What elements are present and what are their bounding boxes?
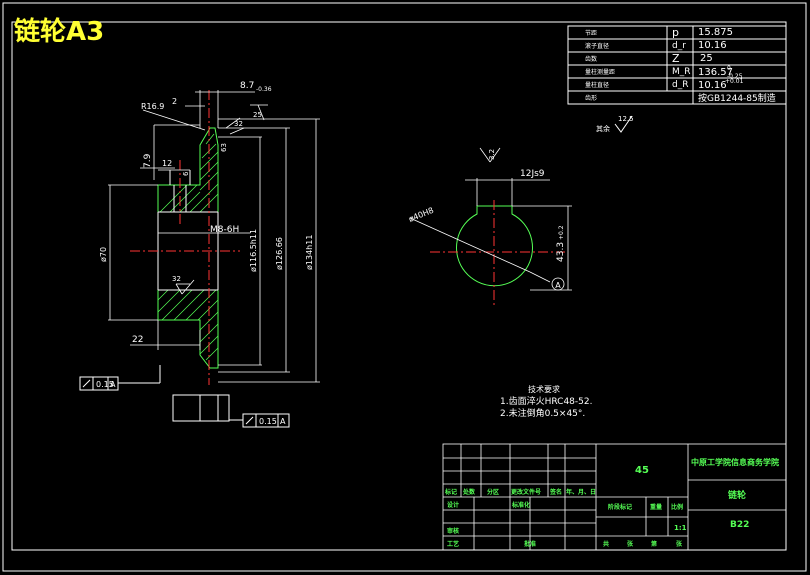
approve-label: 批准 bbox=[524, 540, 536, 548]
key-width: 12Js9 bbox=[520, 169, 545, 179]
keyway-depth: 43.3 bbox=[556, 242, 566, 262]
dim-two: 2 bbox=[172, 97, 177, 106]
stage-label: 阶段标记 bbox=[608, 503, 632, 511]
tolerance-frames bbox=[79, 365, 290, 428]
side-center-lines bbox=[430, 200, 565, 305]
side-roughness: 3.2 bbox=[488, 149, 496, 160]
row-label: 分区 bbox=[487, 488, 499, 496]
other-roughness: 其余 12.5 bbox=[596, 115, 634, 133]
inner-frame bbox=[11, 21, 787, 551]
standardize-label: 标准化 bbox=[511, 501, 530, 509]
dim-22: 22 bbox=[132, 335, 143, 345]
dim-width: 8.7 bbox=[240, 81, 254, 91]
tol2-datum: A bbox=[280, 417, 286, 426]
param-tol-down: -0.25 bbox=[727, 73, 743, 80]
review-label: 审核 bbox=[447, 527, 459, 535]
row-label: 标记 bbox=[444, 488, 457, 496]
dim-d70: ø70 bbox=[99, 247, 108, 262]
dimension-lines bbox=[108, 90, 320, 383]
roughness-e: 32 bbox=[172, 275, 181, 283]
part-name: 链轮 bbox=[728, 489, 746, 501]
side-view: A 3.2 12Js9 ø40H8 43.3 +0.2 bbox=[407, 147, 572, 305]
param-symbol: M_R bbox=[672, 67, 691, 77]
drawing-title: 链轮A3 bbox=[14, 16, 104, 47]
dim-radius: R16.9 bbox=[141, 102, 164, 111]
scale-value: 1:1 bbox=[674, 524, 687, 532]
tol1-value: 0.15 bbox=[96, 380, 114, 389]
note-item: 1.齿面淬火HRC48-52. bbox=[500, 395, 592, 407]
dim-thread: M8-6H bbox=[210, 225, 239, 235]
center-lines bbox=[130, 90, 240, 385]
dim-d126: ø126.66 bbox=[275, 237, 284, 270]
notes-heading: 技术要求 bbox=[528, 384, 560, 394]
sheets-label: 共 bbox=[603, 540, 609, 548]
param-label: 齿数 bbox=[585, 55, 597, 63]
side-dimension-lines bbox=[409, 147, 572, 291]
param-label: 齿形 bbox=[585, 94, 597, 102]
technical-notes: 技术要求 1.齿面淬火HRC48-52. 2.未注倒角0.5×45°. bbox=[500, 384, 592, 419]
dim-width-tol: -0.36 bbox=[256, 86, 272, 93]
front-section-view: 0.15 A 0.15 A 8.7 -0.36 R16.9 2 25 32 63… bbox=[79, 81, 320, 428]
datum-label: A bbox=[555, 281, 561, 290]
tol1-datum: A bbox=[110, 380, 116, 389]
row-label: 签名 bbox=[549, 488, 562, 496]
param-value: 25 bbox=[700, 53, 713, 64]
dim-d134: ø134h11 bbox=[305, 235, 314, 270]
param-value: 10.16 bbox=[698, 40, 727, 51]
sheets-label: 第 bbox=[650, 540, 657, 548]
row-label: 年、月、日 bbox=[566, 488, 596, 496]
param-label: 量柱直径 bbox=[585, 81, 609, 89]
param-value: 10.16 bbox=[698, 80, 727, 91]
param-tol-up: 0 bbox=[727, 65, 731, 72]
row-label: 更改文件号 bbox=[511, 488, 541, 496]
dim-7-9: 7.9 bbox=[143, 153, 153, 168]
param-label: 量柱测量距 bbox=[585, 68, 615, 76]
weight-label: 重量 bbox=[650, 503, 662, 511]
param-label: 节距 bbox=[585, 29, 597, 37]
param-symbol: d_R bbox=[672, 80, 688, 90]
keyway-depth-tol: +0.2 bbox=[558, 225, 565, 240]
process-label: 工艺 bbox=[447, 540, 459, 548]
param-value: 136.57 bbox=[698, 67, 733, 78]
param-tol-up: +0.01 bbox=[725, 78, 744, 85]
dim-12: 12 bbox=[162, 159, 172, 168]
param-symbol: p bbox=[672, 26, 679, 39]
sheets-label: 张 bbox=[627, 540, 634, 548]
roughness-label: 其余 bbox=[596, 124, 610, 133]
roughness-c: 63 bbox=[220, 143, 228, 152]
roughness-d: 6 bbox=[182, 171, 190, 176]
dim-d116: ø116.5h11 bbox=[249, 229, 258, 272]
title-block bbox=[442, 443, 787, 551]
part-code: B22 bbox=[730, 520, 749, 530]
tol2-value: 0.15 bbox=[259, 417, 277, 426]
note-item: 2.未注倒角0.5×45°. bbox=[500, 407, 585, 419]
roughness-value: 12.5 bbox=[618, 115, 634, 123]
param-symbol: Z bbox=[672, 52, 680, 65]
param-label: 滚子直径 bbox=[585, 42, 609, 50]
material-value: 45 bbox=[635, 465, 649, 476]
roughness-a: 25 bbox=[253, 111, 262, 119]
param-value: 按GB1244-85制造 bbox=[698, 92, 776, 104]
param-symbol: d_r bbox=[672, 41, 686, 51]
parameter-rows: 节距 p 15.875 滚子直径 d_r 10.16 齿数 Z 25 量柱测量距… bbox=[585, 26, 776, 104]
parameter-table bbox=[567, 25, 787, 105]
sheets-label: 张 bbox=[676, 540, 683, 548]
ratio-label: 比例 bbox=[671, 503, 683, 511]
title-block-text: 45 中原工学院信息商务学院 链轮 B22 1:1 标记 处数 分区 更改文件号… bbox=[444, 457, 779, 548]
bore-diameter: ø40H8 bbox=[407, 206, 435, 224]
param-value: 15.875 bbox=[698, 27, 733, 38]
design-label: 设计 bbox=[447, 501, 459, 509]
roughness-symbol-icon bbox=[614, 115, 633, 133]
roughness-b: 32 bbox=[234, 120, 243, 128]
row-label: 处数 bbox=[462, 488, 476, 496]
school-name: 中原工学院信息商务学院 bbox=[691, 457, 779, 467]
